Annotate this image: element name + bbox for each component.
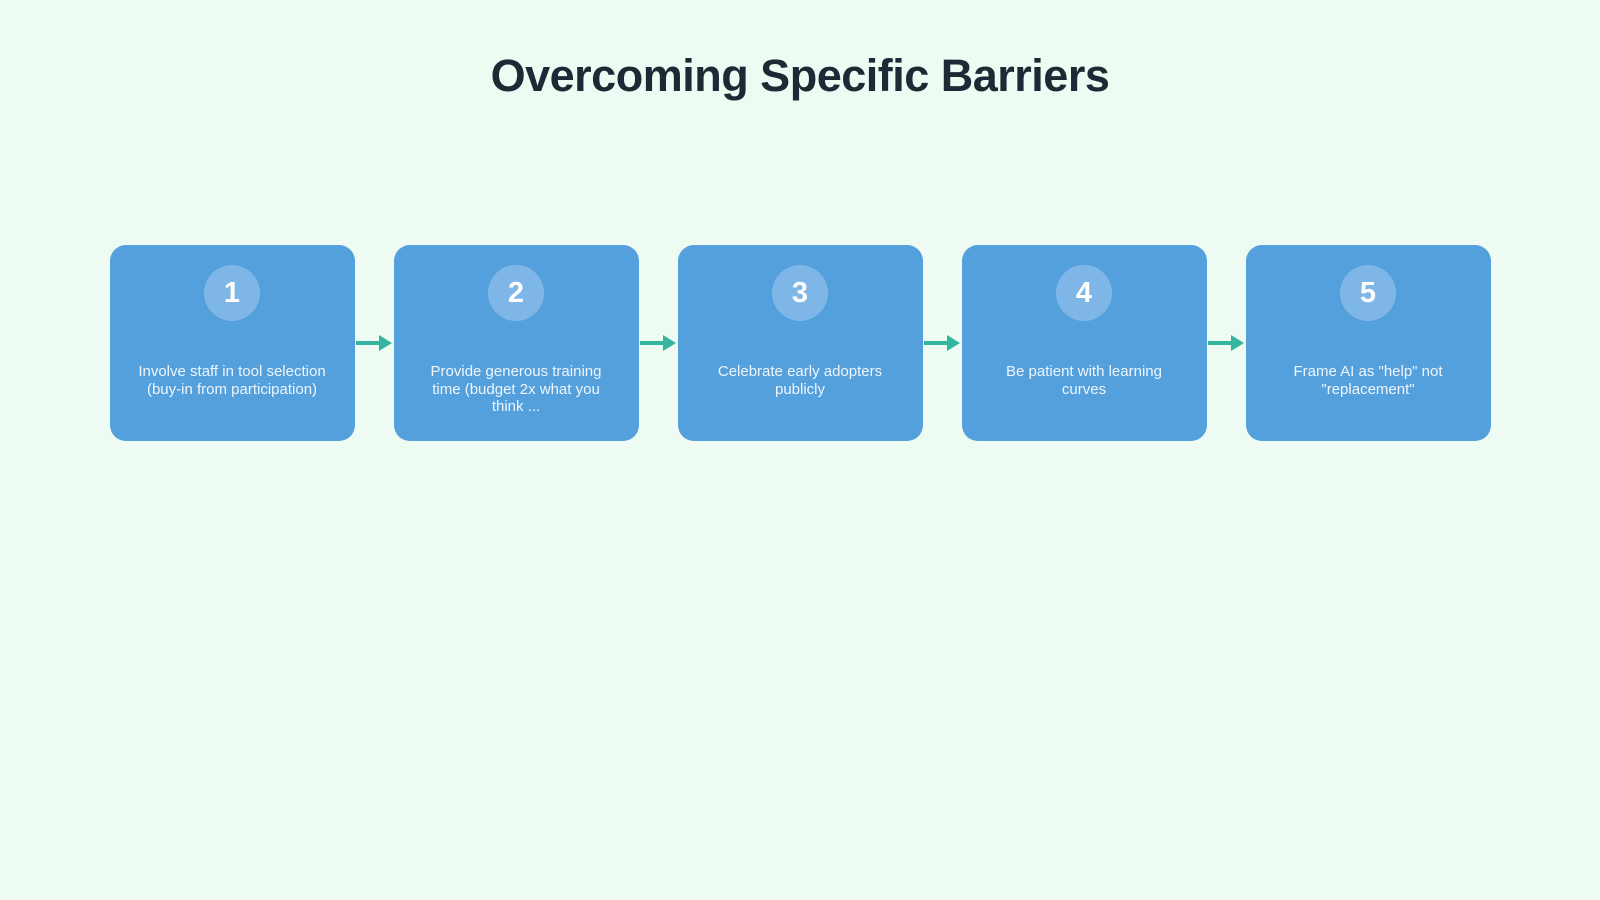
step-card-2: 2 Provide generous training time (budget… [393, 245, 639, 441]
page-title: Overcoming Specific Barriers [490, 50, 1110, 101]
step-description: Frame AI as "help" not "replacement" [1293, 363, 1443, 398]
flow-arrow-icon [1207, 331, 1246, 355]
step-card-1: 1 Involve staff in tool selection (buy-i… [109, 245, 355, 441]
step-description: Provide generous training time (budget 2… [430, 363, 602, 415]
flow-arrow-icon [923, 331, 962, 355]
step-card-4: 4 Be patient with learning curves [961, 245, 1207, 441]
step-number-badge: 4 [1056, 265, 1112, 321]
process-flow: 1 Involve staff in tool selection (buy-i… [0, 245, 1600, 441]
step-card-3: 3 Celebrate early adopters publicly [677, 245, 923, 441]
step-number-badge: 3 [772, 265, 828, 321]
flow-arrow-icon [355, 331, 394, 355]
step-description: Be patient with learning curves [1006, 363, 1162, 398]
step-number-badge: 5 [1340, 265, 1396, 321]
flow-arrow-icon [639, 331, 678, 355]
step-number-badge: 2 [488, 265, 544, 321]
step-card-5: 5 Frame AI as "help" not "replacement" [1245, 245, 1491, 441]
step-number-badge: 1 [204, 265, 260, 321]
step-description: Involve staff in tool selection (buy-in … [138, 363, 326, 398]
step-description: Celebrate early adopters publicly [717, 363, 883, 398]
